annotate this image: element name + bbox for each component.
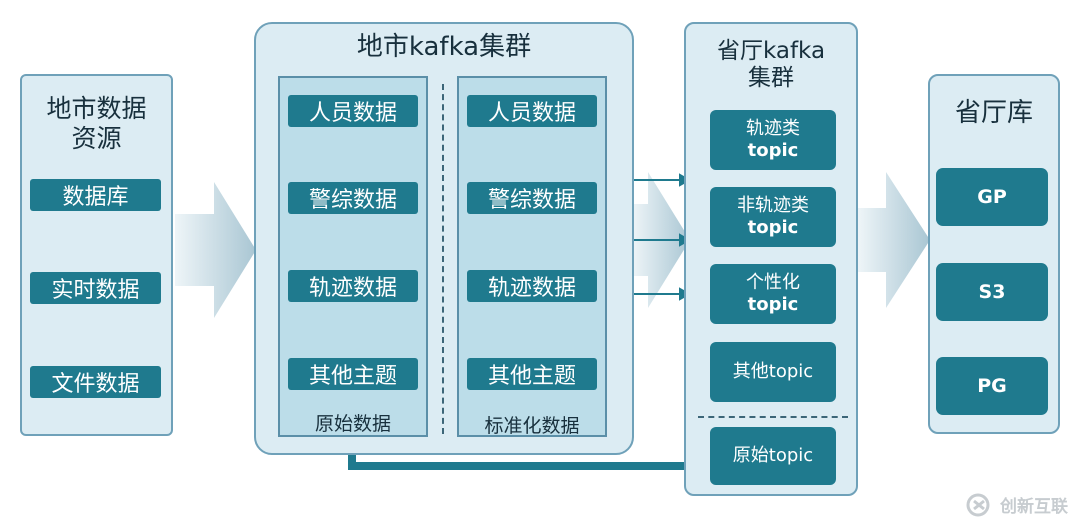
local-source-title-line2: 资源 xyxy=(71,123,122,153)
topic-track-line2: topic xyxy=(747,140,799,161)
topic-personalized: 个性化 topic xyxy=(710,264,836,324)
province-cluster-title-line2: 集群 xyxy=(748,65,794,92)
topic-track-line1: 轨迹类 xyxy=(746,117,800,139)
city-cluster-panel: 地市kafka集群 人员数据 警综数据 轨迹数据 其他主题 原始数据 人员数据 … xyxy=(254,22,634,455)
province-cluster-title-line1: 省厅kafka xyxy=(716,38,826,64)
topic-other-line1: 其他topic xyxy=(732,360,814,382)
topic-non-track-line1: 非轨迹类 xyxy=(737,194,809,216)
local-source-title: 地市数据 资源 xyxy=(22,94,171,153)
store-item-s3: S3 xyxy=(936,263,1048,321)
store-item-pg: PG xyxy=(936,357,1048,415)
topic-personalized-line1: 个性化 xyxy=(746,271,800,293)
std-data-caption: 标准化数据 xyxy=(484,415,580,437)
std-item-track: 轨迹数据 xyxy=(467,270,597,302)
province-store-title: 省厅库 xyxy=(954,98,1033,128)
std-item-other: 其他主题 xyxy=(467,358,597,390)
std-item-police: 警综数据 xyxy=(467,182,597,214)
topic-personalized-line2: topic xyxy=(747,294,799,315)
topic-non-track-line2: topic xyxy=(747,217,799,238)
watermark: 创新互联 xyxy=(966,492,1068,517)
local-source-panel: 地市数据 资源 数据库 实时数据 文件数据 xyxy=(20,74,173,436)
watermark-text: 创新互联 xyxy=(1000,497,1068,517)
topic-non-track: 非轨迹类 topic xyxy=(710,187,836,247)
source-item-database: 数据库 xyxy=(30,179,161,211)
column-divider xyxy=(442,84,444,434)
raw-item-person: 人员数据 xyxy=(288,95,418,127)
raw-item-other: 其他主题 xyxy=(288,358,418,390)
province-store-panel: 省厅库 GP S3 PG xyxy=(928,74,1060,434)
province-cluster-panel: 省厅kafka 集群 轨迹类 topic 非轨迹类 topic 个性化 topi… xyxy=(684,22,858,496)
source-item-realtime: 实时数据 xyxy=(30,272,161,304)
store-item-gp: GP xyxy=(936,168,1048,226)
topic-other: 其他topic xyxy=(710,342,836,402)
topic-raw: 原始topic xyxy=(710,427,836,485)
topic-track: 轨迹类 topic xyxy=(710,110,836,170)
watermark-logo-icon xyxy=(966,493,990,516)
flow-arrow-province-to-store xyxy=(858,172,930,308)
source-item-file: 文件数据 xyxy=(30,366,161,398)
topic-divider xyxy=(698,416,848,418)
flow-arrow-source-to-city xyxy=(175,182,256,318)
local-source-title-line1: 地市数据 xyxy=(46,94,147,123)
province-cluster-title: 省厅kafka 集群 xyxy=(686,38,856,92)
city-cluster-title: 地市kafka集群 xyxy=(356,32,532,62)
raw-item-police: 警综数据 xyxy=(288,182,418,214)
std-item-person: 人员数据 xyxy=(467,95,597,127)
raw-item-track: 轨迹数据 xyxy=(288,270,418,302)
raw-data-caption: 原始数据 xyxy=(314,413,391,435)
